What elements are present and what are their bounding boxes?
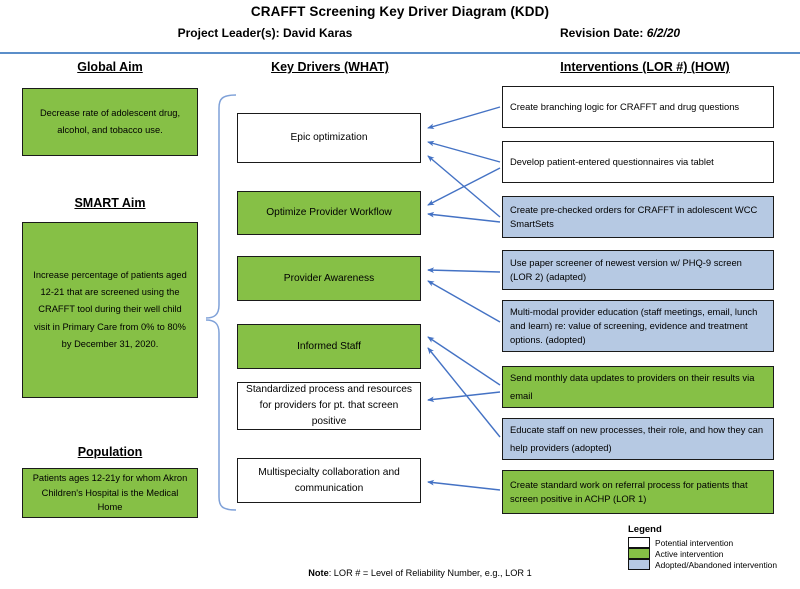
column-header-global-aim: Global Aim bbox=[77, 60, 143, 74]
intervention-box-paper-screener[interactable]: Use paper screener of newest version w/ … bbox=[502, 250, 774, 290]
revision-date: Revision Date: 6/2/20 bbox=[560, 26, 790, 40]
intervention-box-patient-entered-questionnaires[interactable]: Develop patient-entered questionnaires v… bbox=[502, 141, 774, 183]
footnote-prefix: Note bbox=[308, 568, 329, 578]
revision-date-value: 6/2/20 bbox=[646, 26, 681, 40]
column-header-key-drivers: Key Drivers (WHAT) bbox=[271, 60, 389, 74]
intervention-box-pre-checked-orders[interactable]: Create pre-checked orders for CRAFFT in … bbox=[502, 196, 774, 238]
legend-swatch-adopted bbox=[628, 559, 650, 570]
intervention-box-multi-modal-education[interactable]: Multi-modal provider education (staff me… bbox=[502, 300, 774, 352]
population-heading: Population bbox=[77, 445, 143, 459]
driver-box-informed-staff[interactable]: Informed Staff bbox=[237, 324, 421, 369]
legend-item-potential: Potential intervention bbox=[628, 537, 798, 548]
population-box: Patients ages 12-21y for whom Akron Chil… bbox=[22, 468, 198, 518]
legend-title: Legend bbox=[628, 524, 662, 535]
driver-box-multispecialty-collaboration[interactable]: Multispecialty collaboration and communi… bbox=[237, 458, 421, 503]
revision-date-label: Revision Date: bbox=[560, 26, 644, 40]
page-title: CRAFFT Screening Key Driver Diagram (KDD… bbox=[250, 4, 550, 19]
legend-label-active: Active intervention bbox=[655, 548, 724, 559]
legend-swatch-active bbox=[628, 548, 650, 559]
smart-aim-heading: SMART Aim bbox=[74, 196, 146, 210]
intervention-box-monthly-data-updates[interactable]: Send monthly data updates to providers o… bbox=[502, 366, 774, 408]
legend-swatch-potential bbox=[628, 537, 650, 548]
driver-box-standardized-process[interactable]: Standardized process and resources for p… bbox=[237, 382, 421, 430]
driver-box-optimize-provider-workflow[interactable]: Optimize Provider Workflow bbox=[237, 191, 421, 235]
footnote-text: : LOR # = Level of Reliability Number, e… bbox=[328, 568, 532, 578]
aim-to-drivers-bracket bbox=[205, 94, 237, 511]
driver-intervention-arrows bbox=[427, 106, 501, 491]
legend-item-adopted: Adopted/Abandoned intervention bbox=[628, 559, 798, 570]
project-leader: Project Leader(s): David Karas bbox=[177, 26, 353, 40]
header-divider bbox=[0, 52, 800, 54]
intervention-box-standard-work-referral[interactable]: Create standard work on referral process… bbox=[502, 470, 774, 514]
footnote: Note: LOR # = Level of Reliability Numbe… bbox=[220, 568, 620, 578]
legend-label-potential: Potential intervention bbox=[655, 537, 734, 548]
driver-box-epic-optimization[interactable]: Epic optimization bbox=[237, 113, 421, 163]
column-header-interventions: Interventions (LOR #) (HOW) bbox=[560, 60, 730, 74]
legend: Legend Potential intervention Active int… bbox=[628, 524, 798, 570]
intervention-box-educate-staff[interactable]: Educate staff on new processes, their ro… bbox=[502, 418, 774, 460]
global-aim-box: Decrease rate of adolescent drug, alcoho… bbox=[22, 88, 198, 156]
driver-box-provider-awareness[interactable]: Provider Awareness bbox=[237, 256, 421, 301]
legend-label-adopted: Adopted/Abandoned intervention bbox=[655, 559, 778, 570]
intervention-box-branching-logic[interactable]: Create branching logic for CRAFFT and dr… bbox=[502, 86, 774, 128]
smart-aim-box: Increase percentage of patients aged 12-… bbox=[22, 222, 198, 398]
legend-item-active: Active intervention bbox=[628, 548, 798, 559]
